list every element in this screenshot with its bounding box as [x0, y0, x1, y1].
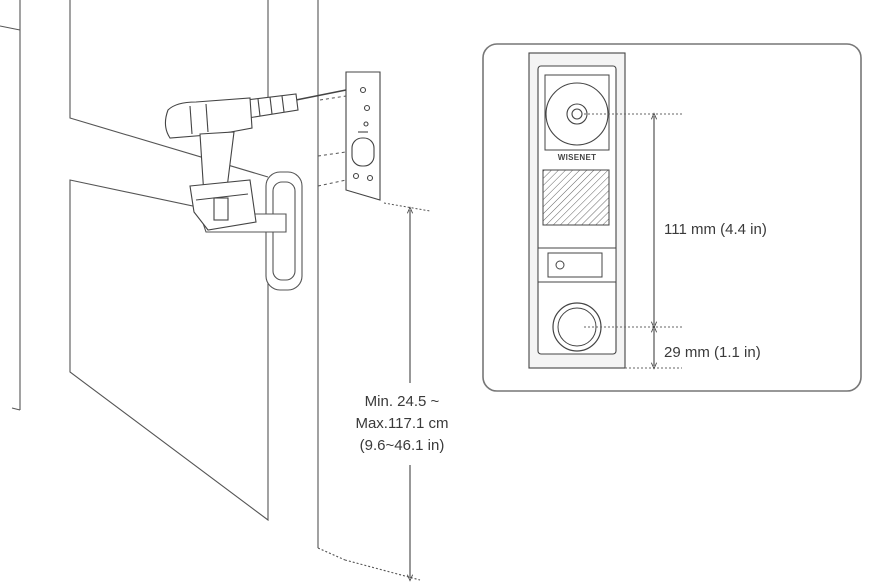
mount-screw-guides	[317, 95, 347, 187]
brand-logo: WISENET	[558, 153, 597, 162]
call-button-icon	[552, 302, 602, 352]
camera-button-dimension: 111 mm (4.4 in)	[654, 116, 767, 325]
power-drill	[164, 87, 357, 231]
camera-lens-icon	[544, 74, 610, 151]
button-to-bottom-label: 29 mm (1.1 in)	[664, 344, 761, 361]
door-upper-panel	[69, 0, 269, 178]
mount-height-line1: Min. 24.5 ~	[365, 393, 440, 410]
mount-height-dimension: Min. 24.5 ~ Max.117.1 cm (9.6~46.1 in)	[355, 202, 449, 578]
mount-height-line2: Max.117.1 cm	[355, 415, 448, 432]
doorbell-device: WISENET	[528, 52, 626, 369]
button-bottom-dimension: 29 mm (1.1 in)	[654, 329, 761, 366]
speaker-grille-icon	[542, 169, 610, 226]
wall-mount-plate	[345, 71, 381, 201]
mount-height-line3: (9.6~46.1 in)	[360, 437, 445, 454]
camera-to-button-label: 111 mm (4.4 in)	[664, 221, 767, 238]
sensor-strip	[537, 247, 617, 283]
